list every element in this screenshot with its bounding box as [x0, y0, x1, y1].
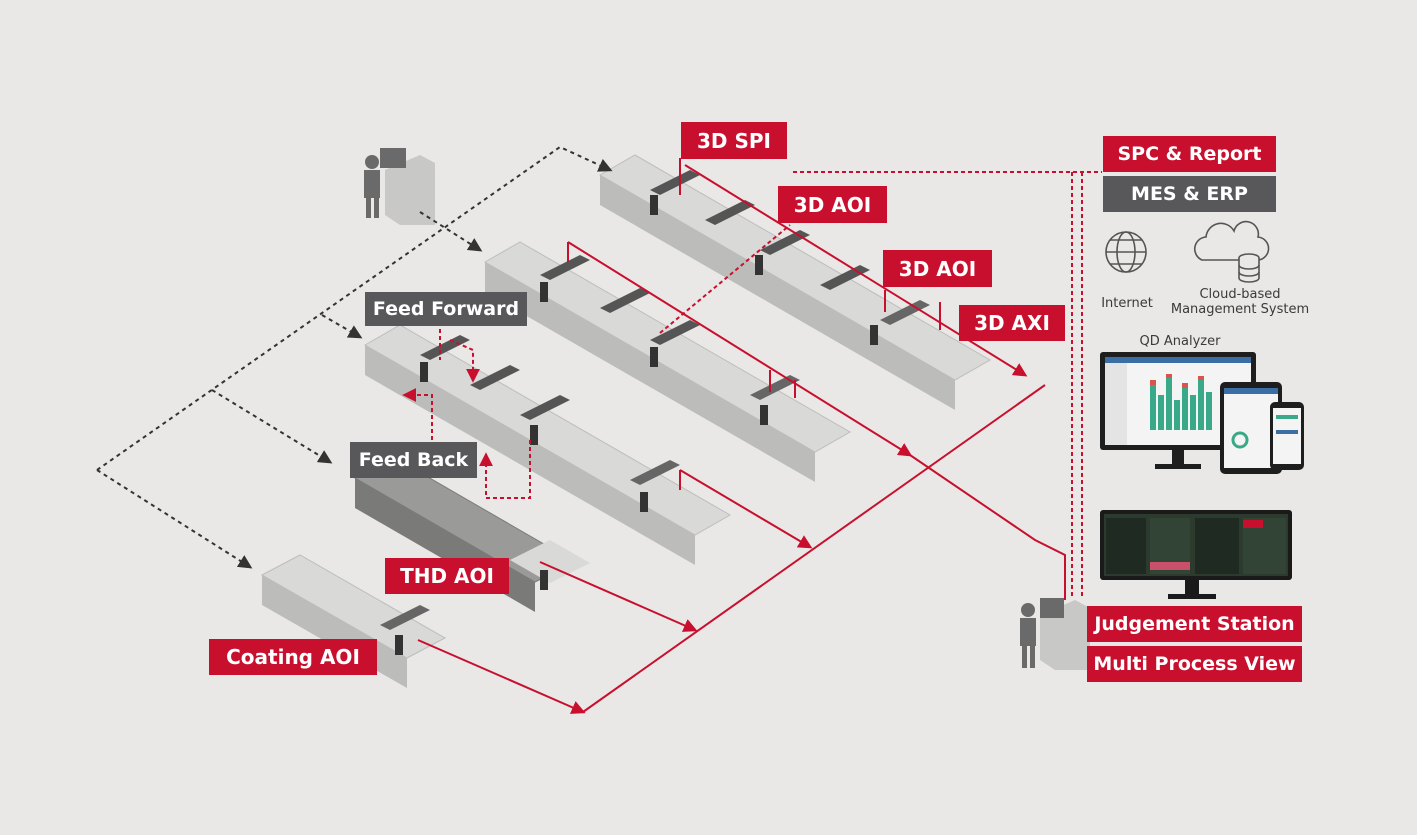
label-3d-axi: 3D AXI: [959, 305, 1065, 341]
label-feed-forward: Feed Forward: [365, 292, 527, 326]
label-qd-analyzer: QD Analyzer: [1139, 334, 1221, 349]
label-cloud-line1: Cloud-based: [1199, 287, 1281, 302]
label-3d-aoi-1: 3D AOI: [778, 186, 887, 223]
label-spc-report: SPC & Report: [1103, 136, 1276, 172]
production-lines: [260, 154, 992, 688]
multi-process-view-monitor: [1100, 510, 1292, 599]
label-multi-process-view: Multi Process View: [1087, 646, 1302, 682]
cloud-database-icon: [1193, 220, 1270, 283]
label-feed-back: Feed Back: [350, 442, 477, 478]
label-judgement-station: Judgement Station: [1087, 606, 1302, 642]
label-mes-erp: MES & ERP: [1103, 176, 1276, 212]
label-internet: Internet: [1101, 296, 1153, 311]
qd-analyzer-devices: [1100, 352, 1304, 474]
label-3d-spi: 3D SPI: [681, 122, 787, 159]
judgement-operator-icon: [1020, 598, 1090, 670]
label-cloud-line2: Management System: [1170, 302, 1310, 317]
red-dashed-lines: [402, 171, 1102, 598]
dashed-distribution-lines: [96, 145, 613, 569]
production-line-1: [598, 154, 992, 410]
operator-workstation-icon: [364, 148, 435, 225]
label-coating-aoi: Coating AOI: [209, 639, 377, 675]
globe-icon: [1105, 231, 1147, 273]
label-thd-aoi: THD AOI: [385, 558, 509, 594]
label-3d-aoi-2: 3D AOI: [883, 250, 992, 287]
production-line-2: [483, 241, 852, 482]
